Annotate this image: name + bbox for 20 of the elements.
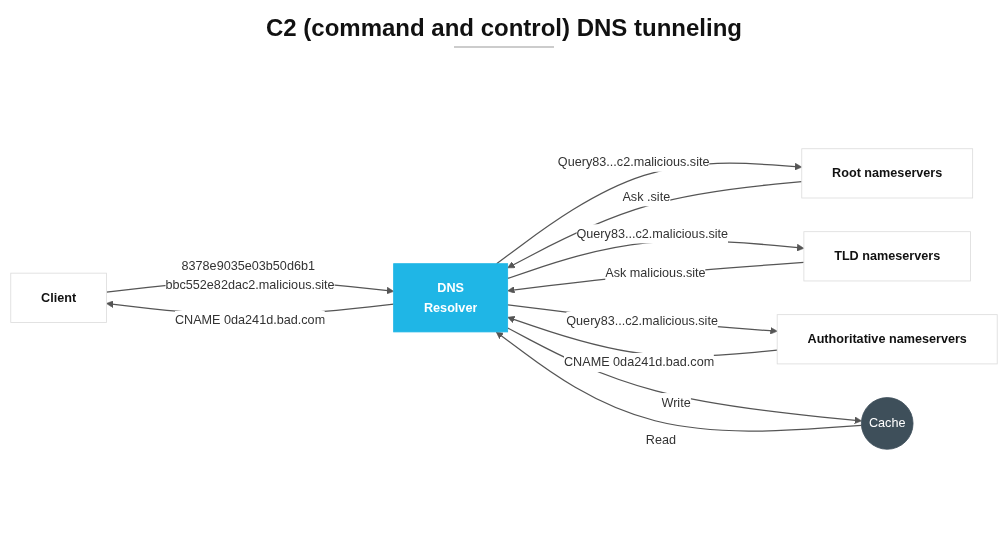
edge-label: Query83...c2.malicious.site (566, 313, 718, 328)
node-box: Authoritative nameservers (776, 314, 998, 365)
diagram-title: C2 (command and control) DNS tunneling (266, 14, 742, 42)
edge-label: 8378e9035e03b50d6b1 bbc552e82dac2.malicious.site (165, 257, 335, 292)
node-box: Client (10, 272, 107, 323)
edge-label: CNAME 0da241d.bad.com (174, 312, 326, 327)
edge-label: Ask malicious.site (605, 265, 706, 280)
arrow (507, 180, 803, 269)
arrow (496, 162, 803, 265)
edge-label: Ask .site (622, 188, 671, 204)
node-circle: Cache (860, 397, 914, 450)
edge-label: Query83...c2.malicious.site (576, 225, 729, 241)
node-box: DNS Resolver (393, 263, 509, 333)
arrow (507, 261, 805, 294)
edge-label: Write (661, 394, 691, 410)
edge-label: Query83...c2.malicious.site (557, 154, 710, 169)
edge-label: CNAME 0da241d.bad.com (563, 354, 715, 369)
edge-label: Read (645, 432, 676, 447)
node-box: TLD nameservers (803, 231, 971, 282)
node-box: Root nameservers (801, 148, 974, 199)
